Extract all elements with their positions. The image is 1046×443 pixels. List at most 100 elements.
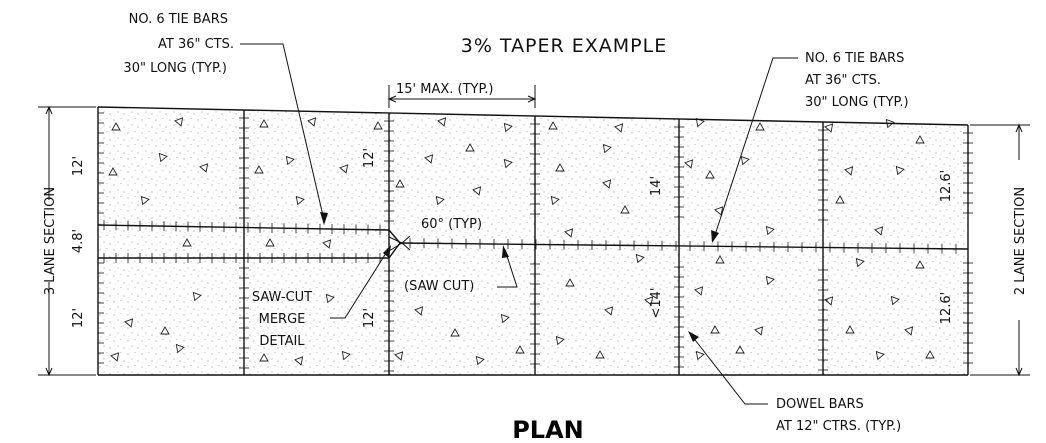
- longitudinal-joints: [97, 224, 969, 259]
- right-12-6-bottom-label: 12.6': [939, 292, 954, 325]
- aggregate-triangle: [192, 291, 202, 302]
- aggregate-triangle: [307, 117, 317, 127]
- aggregate-triangle: [503, 122, 513, 133]
- saw-cut-merge-line2: MERGE: [259, 312, 306, 327]
- aggregate-triangle: [695, 350, 705, 361]
- aggregate-triangle: [435, 195, 445, 206]
- tie-bars-left-callout: NO. 6 TIE BARS AT 36" CTS. 30" LONG (TYP…: [123, 12, 328, 225]
- tie-bars-right-line2: AT 36" CTS.: [805, 73, 881, 88]
- aggregate-triangle: [515, 345, 525, 354]
- aggregate-triangle: [503, 158, 513, 169]
- aggregate-triangle: [845, 325, 855, 334]
- aggregate-triangle: [294, 356, 304, 366]
- aggregate-triangle: [322, 239, 332, 249]
- aggregate-triangle: [500, 313, 510, 324]
- aggregate-triangle: [395, 179, 405, 188]
- aggregate-triangle: [765, 225, 775, 236]
- three-lane-label: 3 LANE SECTION: [43, 187, 58, 295]
- aggregate-triangle: [140, 195, 150, 206]
- aggregate-triangle: [265, 238, 275, 247]
- aggregate-triangle: [714, 206, 724, 216]
- tie-bars-left-line1: NO. 6 TIE BARS: [129, 12, 228, 27]
- aggregate-triangle: [285, 155, 295, 166]
- aggregate-triangle: [620, 205, 630, 214]
- aggregate-triangle: [437, 117, 447, 127]
- aggregate-triangle: [765, 275, 775, 286]
- aggregate-triangle: [915, 260, 925, 269]
- aggregate-triangle: [710, 325, 720, 334]
- saw-cut-merge-line1: SAW-CUT: [252, 290, 312, 305]
- taper-lt-14-label: <14': [649, 287, 664, 318]
- aggregate-triangle: [754, 326, 764, 336]
- aggregate-triangle: [694, 286, 704, 296]
- aggregate-triangle: [735, 345, 745, 354]
- pavement-slab: [98, 107, 968, 375]
- mid-12-top-label: 12': [362, 148, 377, 168]
- aggregate-triangle: [635, 253, 645, 264]
- aggregate-triangle: [564, 228, 574, 238]
- tie-bars-left-line2: AT 36" CTS.: [158, 37, 234, 52]
- aggregate-triangle: [110, 352, 120, 362]
- tie-bars-right-callout: NO. 6 TIE BARS AT 36" CTS. 30" LONG (TYP…: [711, 51, 909, 243]
- transverse-joints: [243, 110, 824, 375]
- aggregate-triangle: [424, 154, 434, 164]
- lane-12-bottom-label: 12': [71, 308, 86, 328]
- aggregate-triangle: [472, 186, 482, 196]
- aggregate-triangle: [548, 121, 558, 130]
- aggregate-triangle: [824, 123, 834, 133]
- aggregate-triangle: [394, 351, 404, 361]
- aggregate-triangle: [465, 143, 475, 152]
- aggregate-triangle: [835, 195, 845, 204]
- aggregate-triangle: [450, 328, 460, 337]
- diagram-title: 3% TAPER EXAMPLE: [461, 35, 667, 57]
- aggregate-triangle: [895, 165, 905, 176]
- aggregate-triangle: [890, 295, 900, 306]
- aggregate-symbols: [108, 117, 935, 366]
- aggregate-triangle: [595, 350, 605, 359]
- aggregate-triangle: [614, 123, 624, 133]
- aggregate-triangle: [565, 278, 575, 287]
- max-spacing-label: 15' MAX. (TYP.): [396, 82, 494, 97]
- aggregate-triangle: [875, 350, 885, 361]
- saw-cut-merge-symbol: [388, 235, 411, 252]
- aggregate-triangle: [915, 135, 925, 144]
- aggregate-triangle: [259, 353, 269, 362]
- aggregate-triangle: [855, 257, 865, 268]
- taper-14-label: 14': [649, 176, 664, 196]
- right-12-6-top-label: 12.6': [939, 170, 954, 203]
- plan-label: PLAN: [512, 416, 584, 443]
- aggregate-triangle: [550, 195, 560, 206]
- aggregate-triangle: [705, 170, 715, 179]
- tie-bars-right-line1: NO. 6 TIE BARS: [805, 51, 904, 66]
- interior-dimension-labels: 12' 12' 14' <14' 12.6' 12.6': [362, 148, 954, 328]
- aggregate-triangle: [124, 318, 134, 328]
- saw-cut-merge-callout: SAW-CUT MERGE DETAIL: [252, 245, 391, 349]
- aggregate-triangle: [160, 326, 170, 335]
- aggregate-triangle: [414, 306, 424, 316]
- aggregate-triangle: [111, 122, 121, 131]
- max-spacing-dimension: 15' MAX. (TYP.): [387, 82, 537, 108]
- dowel-bars-callout: DOWEL BARS AT 12" CTRS. (TYP.): [688, 331, 901, 434]
- aggregate-triangle: [824, 296, 834, 306]
- lane-4-8-label: 4.8': [71, 229, 86, 253]
- aggregate-triangle: [341, 350, 351, 361]
- saw-cut-label: (SAW CUT): [404, 279, 474, 294]
- aggregate-triangle: [199, 163, 209, 173]
- aggregate-triangle: [339, 164, 349, 174]
- aggregate-triangle: [644, 296, 654, 306]
- aggregate-triangle: [684, 159, 694, 169]
- aggregate-triangle: [175, 343, 185, 354]
- aggregate-triangle: [925, 350, 935, 359]
- aggregate-triangle: [254, 165, 264, 174]
- aggregate-triangle: [604, 306, 614, 316]
- aggregate-triangle: [108, 167, 118, 176]
- dowel-bars-line2: AT 12" CTRS. (TYP.): [776, 419, 901, 434]
- aggregate-triangle: [874, 226, 884, 236]
- aggregate-triangle: [373, 121, 383, 130]
- aggregate-triangle: [555, 163, 565, 172]
- aggregate-triangle: [755, 122, 765, 131]
- aggregate-triangle: [182, 238, 192, 247]
- aggregate-triangle: [602, 143, 612, 154]
